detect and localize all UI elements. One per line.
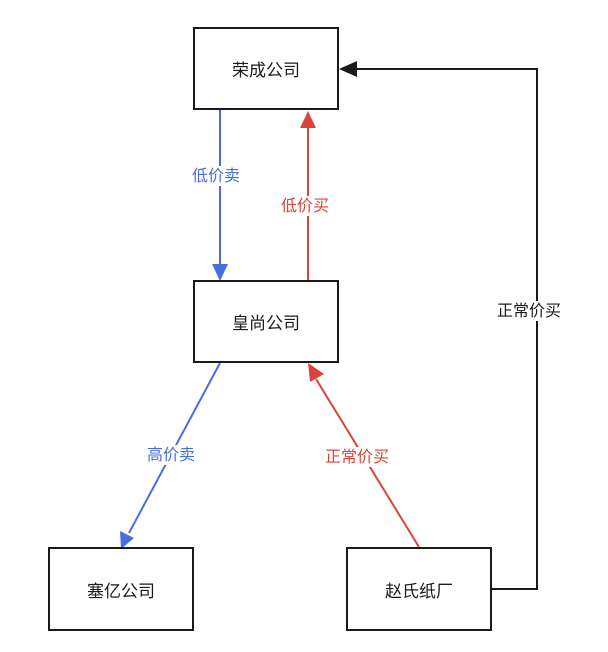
edge-label-normal-price-buy-black: 正常价买 (495, 301, 564, 321)
edge-label-high-price-sell: 高价卖 (145, 445, 198, 465)
arrowhead-diagonal-icon (308, 363, 324, 382)
arrowhead-left-icon (339, 61, 357, 77)
edge-line-zhaoshi-to-rongcheng (356, 68, 538, 590)
node-huangshang: 皇尚公司 (193, 280, 339, 363)
arrowhead-up-icon (300, 111, 316, 128)
arrowhead-down-icon (212, 264, 228, 281)
edge-label-low-price-buy: 低价买 (279, 196, 332, 216)
edge-label-low-price-sell: 低价卖 (190, 166, 243, 186)
arrowhead-diagonal-icon (120, 531, 134, 549)
node-saiyi: 塞亿公司 (48, 547, 194, 631)
node-rongcheng: 荣成公司 (193, 27, 339, 110)
node-zhaoshi: 赵氏纸厂 (346, 547, 492, 631)
edge-label-normal-price-buy-red: 正常价买 (323, 447, 392, 467)
